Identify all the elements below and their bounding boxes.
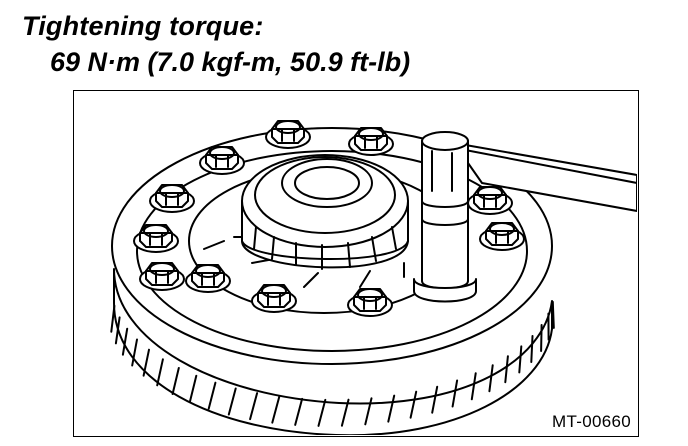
ring-gear-teeth (113, 268, 553, 435)
bolt (149, 184, 195, 213)
figure-reference-code: MT-00660 (551, 412, 632, 432)
bearing (241, 154, 409, 270)
gear-tooth (488, 364, 494, 393)
gear-tooth (387, 394, 396, 423)
gear-tooth (530, 335, 534, 363)
gear-tooth (207, 381, 217, 410)
wrench (413, 131, 637, 303)
bolt (348, 127, 394, 156)
gear-tooth (249, 392, 259, 421)
bolt (133, 224, 179, 253)
torque-heading: Tightening torque: (22, 11, 264, 41)
gear-tooth (551, 300, 555, 329)
torque-value: 69 N·m (7.0 kgf-m, 50.9 ft-lb) (50, 47, 411, 77)
gear-tooth (364, 397, 373, 426)
bolt (479, 222, 525, 251)
bolt (185, 264, 231, 293)
gear-tooth (340, 398, 350, 427)
bolt (347, 288, 393, 317)
gear-tooth (227, 387, 237, 416)
gear-tooth-marks (110, 300, 555, 427)
gear-tooth (114, 316, 121, 345)
bolt (199, 146, 245, 175)
gear-tooth (294, 397, 304, 426)
gear-tooth (188, 374, 198, 403)
ring-gear-bolt-illustration (110, 120, 637, 435)
gear-tooth (409, 390, 418, 419)
gear-tooth (171, 367, 180, 395)
gear-tooth (431, 385, 439, 414)
gear-tooth (271, 395, 281, 424)
gear-tooth (518, 345, 523, 374)
bolt (251, 284, 297, 313)
gear-tooth (121, 327, 129, 356)
bolts (133, 120, 525, 317)
bolt (265, 120, 311, 149)
bolt (467, 186, 513, 215)
gear-tooth (317, 398, 327, 427)
gear-tooth (470, 372, 477, 401)
gear-tooth (131, 338, 138, 367)
gear-tooth (451, 379, 459, 408)
gear-tooth (110, 304, 116, 333)
gear-tooth (540, 324, 543, 352)
bolt (139, 262, 185, 291)
illustration-frame: MT-00660 (73, 90, 639, 437)
gear-tooth (504, 355, 509, 384)
gear-tooth (156, 358, 164, 387)
gear-tooth (142, 348, 150, 377)
